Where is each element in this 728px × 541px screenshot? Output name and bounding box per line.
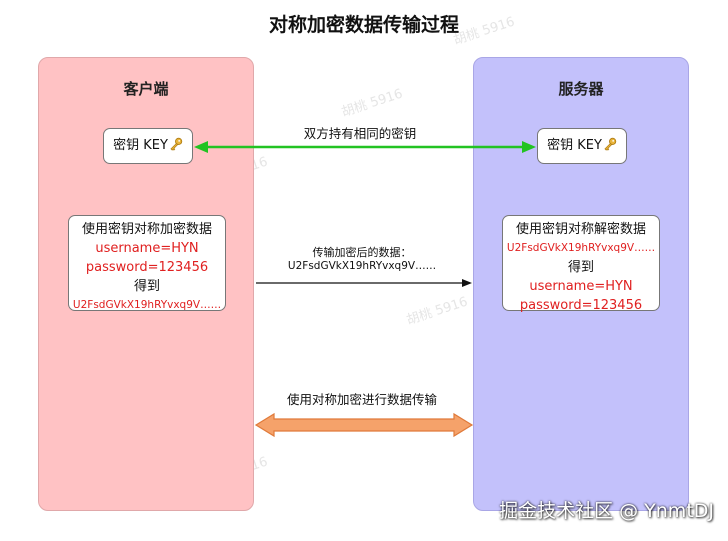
server-decrypt-box: 使用密钥对称解密数据 U2FsdGVkX19hRYvxq9V…… 得到 user…: [502, 215, 660, 313]
client-username: username=HYN: [95, 241, 199, 256]
server-ciphertext: U2FsdGVkX19hRYvxq9V……: [506, 242, 656, 254]
client-encrypt-box: 使用密钥对称加密数据 username=HYN password=123456 …: [68, 215, 226, 311]
server-username: username=HYN: [529, 279, 633, 294]
client-key-box: 密钥 KEY: [103, 128, 193, 164]
client-result-label: 得到: [133, 279, 160, 294]
client-key-label: 密钥 KEY: [113, 138, 168, 153]
client-password: password=123456: [85, 260, 209, 275]
client-ciphertext: U2FsdGVkX19hRYvxq9V……: [72, 299, 222, 311]
diagram-title: 对称加密数据传输过程: [268, 14, 459, 36]
server-title: 服务器: [558, 80, 604, 98]
key-icon: [170, 137, 183, 151]
symmetric-transfer-label: 使用对称加密进行数据传输: [286, 392, 437, 407]
shared-key-label: 双方持有相同的密钥: [303, 126, 417, 141]
transfer-arrow: [256, 279, 472, 287]
server-result-label: 得到: [567, 260, 594, 275]
symmetric-transfer-arrow: [254, 412, 474, 438]
key-icon: [604, 137, 617, 151]
client-step-title: 使用密钥对称加密数据: [81, 222, 212, 237]
transfer-label: 传输加密后的数据：: [312, 246, 412, 259]
server-password: password=123456: [519, 298, 643, 313]
transfer-ciphertext: U2FsdGVkX19hRYvxq9V……: [287, 260, 437, 272]
server-key-label: 密钥 KEY: [547, 138, 602, 153]
client-title: 客户端: [123, 80, 169, 98]
server-step-title: 使用密钥对称解密数据: [515, 222, 646, 237]
footer-watermark: 掘金技术社区 @ YnmtDJ: [499, 500, 714, 522]
server-key-box: 密钥 KEY: [537, 128, 627, 164]
shared-key-arrow: [194, 141, 536, 153]
